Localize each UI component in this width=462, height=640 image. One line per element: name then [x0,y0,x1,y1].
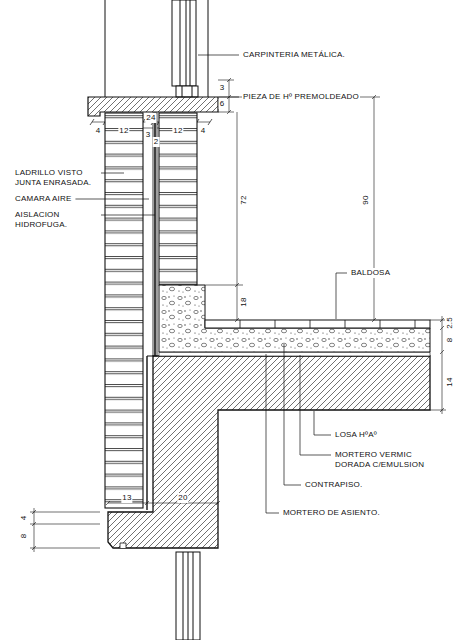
part-label: PIEZA DE Hº PREMOLDEADO [242,92,360,102]
leader-line [219,97,239,98]
part-label: MORTERO DE ASIENTO. [282,508,381,518]
part-label: LOSA HºAº [334,430,378,440]
dimension-value: 3 [219,83,226,93]
dimension-value: 18 [239,296,249,307]
part-label: LADRILLO VISTO JUNTA ENRASADA. [14,168,98,188]
dimension-value: 72 [239,194,249,205]
dimension-value: 8 [445,337,455,344]
part-label: MORTERO VERMIC DORADA C/EMULSION [334,450,428,470]
dimension-value: 14 [445,376,455,387]
leader-line [266,354,279,513]
leader-lines [75,55,347,513]
dimension-value: 4 [95,126,102,136]
dimension-value: 20 [177,493,188,503]
dimension-value: 24 [145,113,156,123]
leader-line [75,199,149,200]
dimension-value: 4 [19,515,29,522]
leader-line [336,273,347,319]
part-label: CARPINTERIA METÁLICA. [242,50,346,60]
part-label: CAMARA AIRE [14,194,72,204]
dimension-value: 2.5 [445,316,455,330]
dimension-value: 12 [172,126,183,136]
dimension-value: 6 [219,99,226,109]
dimension-value: 2 [153,137,160,147]
dimension-value: 3 [145,130,152,140]
dimension-value: 4 [200,126,207,136]
dimension-value: 12 [118,126,129,136]
leader-line [101,173,124,174]
part-label: AISLACION HIDROFUGA. [14,210,98,230]
dimension-value: 8 [19,533,29,540]
leader-line [300,355,331,455]
illustration [30,0,446,640]
part-label: CONTRAPISO. [304,480,363,490]
dimension-value: 13 [121,493,132,503]
dimension-value: 90 [361,194,371,205]
leader-line [101,215,155,216]
leader-line [198,55,239,56]
leader-line [284,344,301,485]
part-label: BALDOSA [350,268,391,278]
leader-line [314,411,331,435]
